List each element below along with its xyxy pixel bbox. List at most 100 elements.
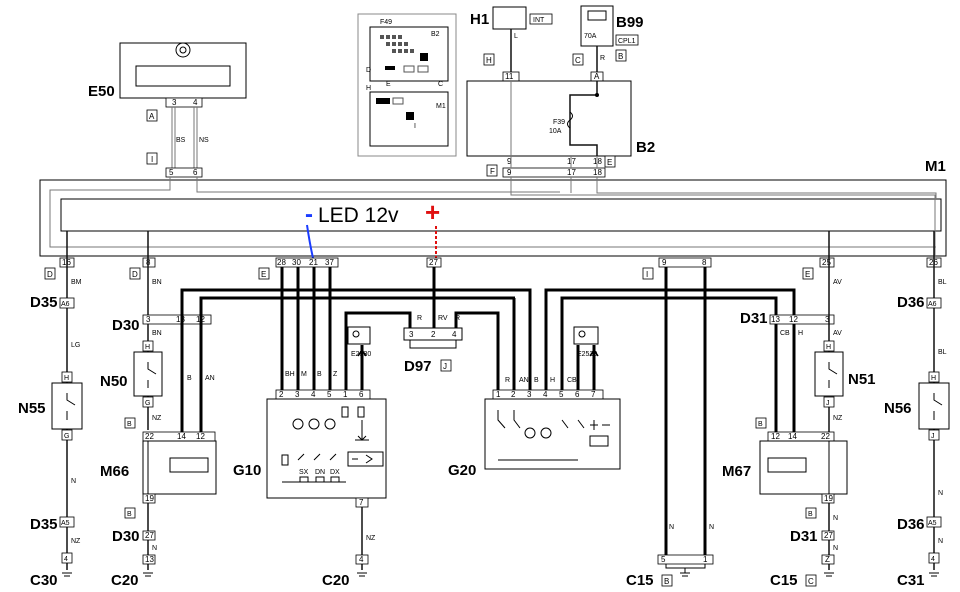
diagram-label: 22 [821,432,830,441]
diagram-label: H [64,375,69,382]
diagram-label: CPL1 [618,38,636,45]
diagram-label: N [938,490,943,497]
minus-sign: - [305,201,313,228]
diagram-label: NZ [71,538,81,545]
component-d97: 3 2 4 D97 J [403,327,463,375]
diagram-label: 4 [64,556,68,563]
pin-label: 3 [172,98,177,107]
diagram-label: 4 [543,390,548,399]
diagram-label: AV [833,279,842,286]
diagram-label: N [669,524,674,531]
diagram-label: 2 [431,330,436,339]
diagram-label: D31 [740,310,768,327]
component-e50: 3 4 E50 [88,42,247,108]
plus-sign: + [425,197,440,227]
diagram-label: C [808,577,814,586]
diagram-label: 22 [145,432,154,441]
diagram-label: D35 [30,294,58,311]
diagram-label: C30 [30,572,58,589]
diagram-label: H [145,344,150,351]
diagram-label: N [71,478,76,485]
diagram-label: NZ [366,535,376,542]
diagram-label: H1 [470,11,489,28]
led-label: LED 12v [318,204,399,227]
component-h1: H1 INT [470,6,553,30]
diagram-label: N [152,545,157,552]
diagram-label: A5 [61,520,70,527]
diagram-label: BL [938,279,947,286]
pin-label: 5 [169,168,174,177]
diagram-label: B [534,377,539,384]
diagram-label: BH [285,371,295,378]
diagram-label: E [805,270,810,279]
diagram-label: 17 [567,168,576,177]
diagram-label: C15 [626,572,654,589]
diagram-label: LG [71,342,80,349]
diagram-label: 2 [279,390,284,399]
diagram-label: J [931,433,935,440]
diagram-label: 37 [325,258,334,267]
diagram-label: B99 [616,14,644,31]
diagram-label: 4 [359,555,364,564]
diagram-label: E [386,81,391,88]
diagram-label: 11 [505,72,514,81]
diagram-label: N [938,538,943,545]
diagram-label: A6 [928,301,937,308]
connector-label: I [151,155,153,164]
diagram-label: NZ [152,415,162,422]
diagram-label: D [47,270,53,279]
diagram-label: SX [299,469,309,476]
diagram-label: H [826,344,831,351]
diagram-label: 1 [343,390,348,399]
diagram-label: 25 [822,258,831,267]
diagram-label: 18 [593,168,602,177]
connector-label: A [149,112,155,121]
diagram-label: 13 [771,315,780,324]
diagram-label: R [417,315,422,322]
diagram-label: N55 [18,400,46,417]
component-m1: M1 [39,158,947,257]
label-e50: E50 [88,83,115,100]
diagram-label: 13 [145,555,154,564]
diagram-label: 4 [931,556,935,563]
diagram-label: 1 [703,555,708,564]
diagram-label: 2 [511,390,516,399]
diagram-label: H [550,377,555,384]
diagram-label: AV [833,330,842,337]
diagram-label: BM [71,279,82,286]
diagram-label: H [486,56,492,65]
component-m67: 12 14 22 M67 [722,431,848,495]
diagram-label: 3 [409,330,414,339]
diagram-label: 4 [311,390,316,399]
wire-label: BS [176,137,186,144]
diagram-label: H [931,375,936,382]
diagram-label: 27 [145,531,154,540]
diagram-label: M67 [722,463,751,480]
diagram-label: F [490,167,495,176]
diagram-label: 27 [429,258,438,267]
diagram-label: RV [438,315,448,322]
diagram-label: 18 [593,157,602,166]
diagram-label: F49 [380,19,392,26]
diagram-label: N [709,524,714,531]
diagram-label: B [187,375,192,382]
diagram-label: A5 [928,520,937,527]
diagram-label: H [798,330,803,337]
diagram-label: D31 [790,528,818,545]
diagram-label: G10 [233,462,261,479]
diagram-label: 7 [591,390,596,399]
diagram-label: 14 [177,432,186,441]
diagram-label: F39 [553,119,565,126]
diagram-label: C [575,56,581,65]
diagram-label: G [64,433,69,440]
diagram-label: B [127,421,132,428]
diagram-label: CB [780,330,790,337]
diagram-label: D [132,270,138,279]
diagram-label: A6 [61,301,70,308]
component-g20: 1 2 3 4 5 6 7 G20 [448,389,621,479]
diagram-label: 3 [825,315,830,324]
component-n50: N50 [100,351,163,397]
wire-label: L [514,33,518,40]
diagram-label: D35 [30,516,58,533]
